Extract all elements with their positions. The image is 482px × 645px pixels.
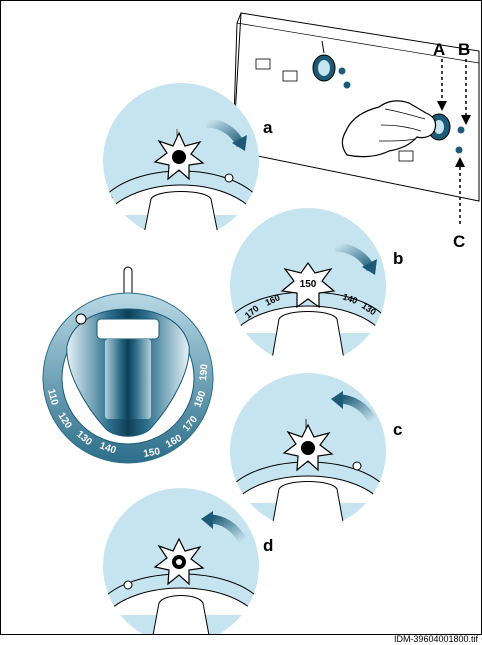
label-a: A — [433, 40, 445, 59]
step-d-label: d — [263, 536, 273, 555]
panel-clip — [283, 71, 297, 81]
step-b-label: b — [393, 249, 403, 268]
panel-clip — [399, 151, 413, 161]
dial-scale-label: 190 — [198, 363, 210, 381]
dial-scale-label: 150 — [143, 446, 162, 460]
step-b-illustration: 170 160 140 130 150 — [229, 208, 387, 365]
label-b: B — [458, 40, 470, 59]
panel-clip — [256, 59, 270, 69]
indicator-light-c — [456, 147, 463, 154]
panel-indicator-dot — [344, 82, 351, 89]
label-c: C — [453, 232, 465, 251]
step-a-label: a — [263, 118, 273, 137]
step-c-label: c — [393, 420, 402, 439]
step-c-illustration — [229, 373, 387, 533]
panel-indicator-dot — [339, 68, 346, 75]
image-id-caption: IDM-39604001800.tif — [394, 634, 478, 644]
knob-value: 150 — [300, 279, 317, 290]
step-d-illustration — [101, 488, 261, 635]
indicator-light-b — [458, 127, 465, 134]
temperature-dial: 190 180 170 160 150 140 130 120 110 — [43, 267, 213, 463]
